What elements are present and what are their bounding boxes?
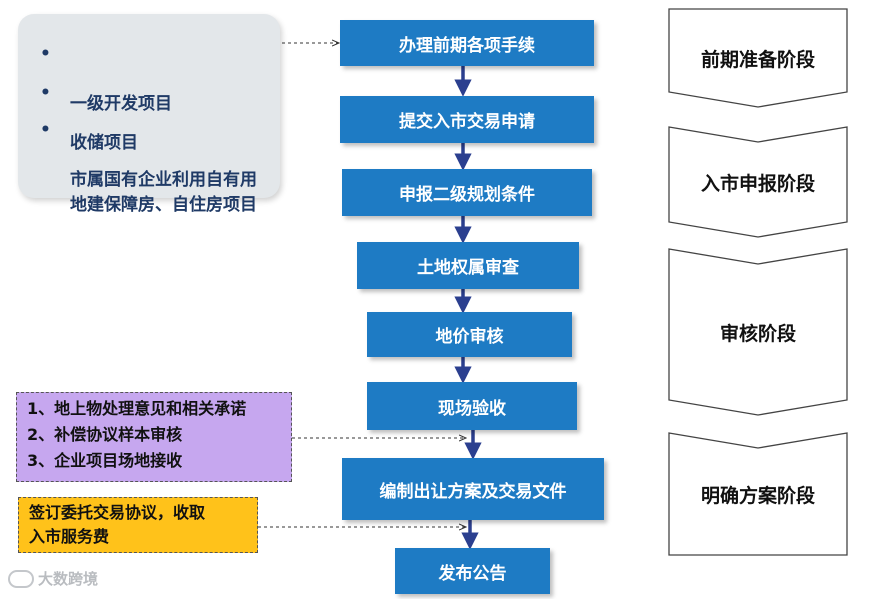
step-8: 发布公告 [395,548,550,594]
stage-label: 明确方案阶段 [700,484,815,507]
step-6: 现场验收 [367,382,577,430]
bullet-icon: • [40,83,51,103]
bullet-icon: • [40,120,51,140]
bullet-icon: • [40,44,51,64]
stage-banner-2: 入市申报阶段 [668,126,848,238]
stage-banner-shape [668,432,848,556]
step-5: 地价审核 [367,312,572,357]
step-3: 申报二级规划条件 [342,169,592,216]
project-type-label: 市属国有企业利用自有用 地建保障房、自住房项目 [70,170,257,215]
project-type-card: • 一级开发项目 • 收储项目 • 市属国有企业利用自有用 地建保障房、自住房项… [18,14,280,215]
project-type-item: • 一级开发项目 [40,42,172,117]
stage-banner-shape [668,8,848,108]
stage-label: 前期准备阶段 [700,48,815,71]
stage-banner-1: 前期准备阶段 [668,8,848,108]
project-type-item: • 市属国有企业利用自有用 地建保障房、自住房项目 [40,118,257,218]
stage-banner-4: 明确方案阶段 [668,432,848,556]
watermark-text: 大数跨境 [38,570,99,588]
step-4: 土地权属审查 [357,242,579,289]
service-fee-note: 签订委托交易协议，收取 入市服务费 [18,497,258,553]
stage-banner-shape [668,248,848,416]
acceptance-requirements-note: 1、地上物处理意见和相关承诺 2、补偿协议样本审核 3、企业项目场地接收 [16,392,292,482]
stage-banner-shape [668,126,848,238]
project-type-label: 收储项目 [70,133,138,153]
step-1: 办理前期各项手续 [340,20,594,66]
stage-banner-3: 审核阶段 [668,248,848,416]
step-7: 编制出让方案及交易文件 [342,458,604,520]
project-type-item: • 收储项目 [40,81,138,156]
step-2: 提交入市交易申请 [340,96,594,143]
watermark-logo-icon [8,569,34,588]
watermark: 大数跨境 [8,568,98,589]
stage-label: 审核阶段 [719,322,796,345]
stage-label: 入市申报阶段 [700,172,815,195]
project-type-label: 一级开发项目 [70,94,172,114]
